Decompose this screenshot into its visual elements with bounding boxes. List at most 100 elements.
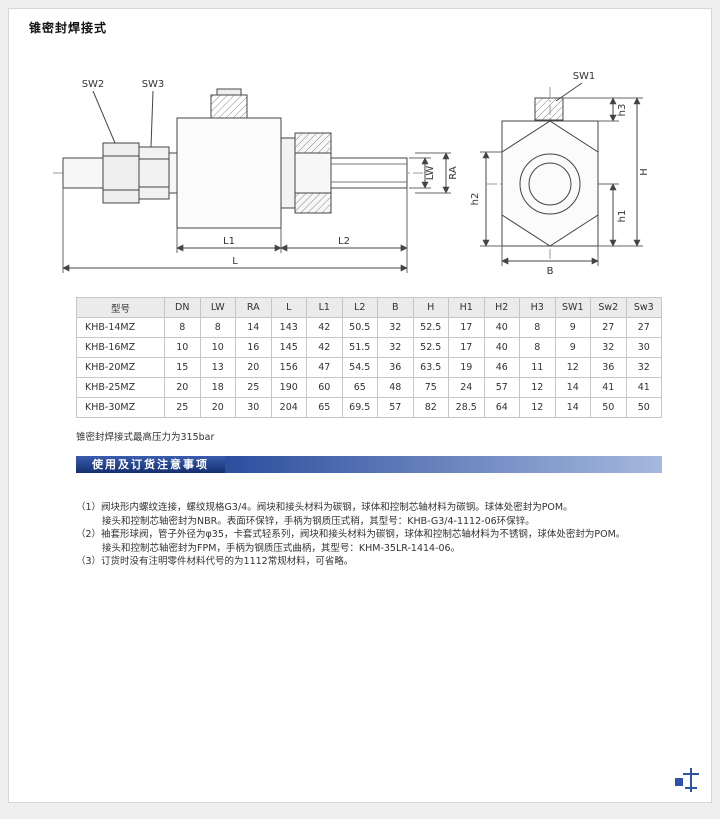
model-cell: KHB-20MZ (76, 357, 165, 378)
column-header: H1 (448, 297, 485, 318)
column-header: L1 (306, 297, 343, 318)
ordering-notes: （1）阀块形内螺纹连接，螺纹规格G3/4。阀块和接头材料为碳钢，球体和控制芯轴材… (76, 501, 676, 569)
note-line: （3）订货时没有注明零件材料代号的为1112常规材料，可省略。 (76, 556, 354, 567)
value-cell: 32 (625, 357, 662, 378)
note-line: 接头和控制芯轴密封为NBR。表面环保锌，手柄为钢质压式稍，其型号：KHB-G3/… (102, 515, 535, 527)
dim-label-ra: RA (448, 166, 459, 180)
value-cell: 75 (412, 377, 449, 398)
value-cell: 8 (519, 337, 556, 358)
value-cell: 18 (199, 377, 236, 398)
value-cell: 27 (625, 317, 662, 338)
column-header: L2 (341, 297, 378, 318)
value-cell: 12 (519, 377, 556, 398)
value-cell: 17 (448, 337, 485, 358)
note-line: 接头和控制芯轴密封为FPM，手柄为钢质压式曲柄，其型号：KHM-35LR-141… (102, 542, 461, 554)
value-cell: 50 (625, 397, 662, 418)
value-cell: 25 (164, 397, 201, 418)
end-view (480, 82, 643, 266)
value-cell: 143 (270, 317, 307, 338)
value-cell: 36 (590, 357, 627, 378)
section-header-label: 使用及订货注意事项 (76, 456, 225, 473)
value-cell: 30 (625, 337, 662, 358)
value-cell: 8 (199, 317, 236, 338)
column-header: Sw3 (625, 297, 662, 318)
value-cell: 204 (270, 397, 307, 418)
column-header: H2 (483, 297, 520, 318)
column-header: DN (164, 297, 201, 318)
value-cell: 63.5 (412, 357, 449, 378)
column-header: H (412, 297, 449, 318)
column-header: L (270, 297, 307, 318)
column-header: B (377, 297, 414, 318)
value-cell: 10 (164, 337, 201, 358)
dim-label-l: L (232, 256, 238, 267)
value-cell: 190 (270, 377, 307, 398)
value-cell: 17 (448, 317, 485, 338)
value-cell: 9 (554, 317, 591, 338)
column-header: H3 (519, 297, 556, 318)
value-cell: 50 (590, 397, 627, 418)
value-cell: 20 (235, 357, 272, 378)
catalog-page: 锥密封焊接式 (8, 8, 712, 803)
dim-label-h3: h3 (617, 104, 628, 117)
value-cell: 14 (235, 317, 272, 338)
dim-label-h: H (639, 168, 650, 176)
dim-label-sw2: SW2 (82, 79, 105, 90)
column-header: 型号 (76, 297, 165, 318)
dim-label-l1: L1 (223, 236, 235, 247)
value-cell: 42 (306, 317, 343, 338)
value-cell: 65 (341, 377, 378, 398)
value-cell: 14 (554, 377, 591, 398)
page-title: 锥密封焊接式 (29, 21, 108, 35)
value-cell: 65 (306, 397, 343, 418)
value-cell: 40 (483, 317, 520, 338)
value-cell: 24 (448, 377, 485, 398)
value-cell: 20 (199, 397, 236, 418)
section-header-bar: 使用及订货注意事项 (76, 456, 662, 473)
value-cell: 52.5 (412, 337, 449, 358)
valve-drawing-svg: SW2 SW3 LW RA L1 L2 L (53, 71, 650, 277)
value-cell: 41 (590, 377, 627, 398)
section-header-strip (225, 456, 662, 473)
value-cell: 10 (199, 337, 236, 358)
value-cell: 60 (306, 377, 343, 398)
side-view (53, 88, 451, 273)
value-cell: 42 (306, 337, 343, 358)
dim-label-lw: LW (425, 166, 436, 181)
value-cell: 32 (377, 317, 414, 338)
value-cell: 57 (377, 397, 414, 418)
value-cell: 27 (590, 317, 627, 338)
value-cell: 36 (377, 357, 414, 378)
column-header: LW (199, 297, 236, 318)
value-cell: 50.5 (341, 317, 378, 338)
value-cell: 9 (554, 337, 591, 358)
value-cell: 30 (235, 397, 272, 418)
value-cell: 11 (519, 357, 556, 378)
value-cell: 82 (412, 397, 449, 418)
value-cell: 32 (377, 337, 414, 358)
value-cell: 8 (164, 317, 201, 338)
value-cell: 64 (483, 397, 520, 418)
column-header: SW1 (554, 297, 591, 318)
note-line: （1）阀块形内螺纹连接，螺纹规格G3/4。阀块和接头材料为碳钢，球体和控制芯轴材… (76, 502, 573, 513)
footer-logo-icon (675, 768, 699, 792)
note-line: （2）袖套形球阀，管子外径为φ35，卡套式轻系列，阀块和接头材料为碳钢，球体和控… (76, 529, 626, 540)
value-cell: 12 (554, 357, 591, 378)
value-cell: 19 (448, 357, 485, 378)
value-cell: 13 (199, 357, 236, 378)
model-cell: KHB-30MZ (76, 397, 165, 418)
pressure-note: 锥密封焊接式最高压力为315bar (76, 432, 215, 443)
value-cell: 52.5 (412, 317, 449, 338)
dim-label-h1: h1 (617, 210, 628, 223)
column-header: Sw2 (590, 297, 627, 318)
value-cell: 41 (625, 377, 662, 398)
value-cell: 48 (377, 377, 414, 398)
